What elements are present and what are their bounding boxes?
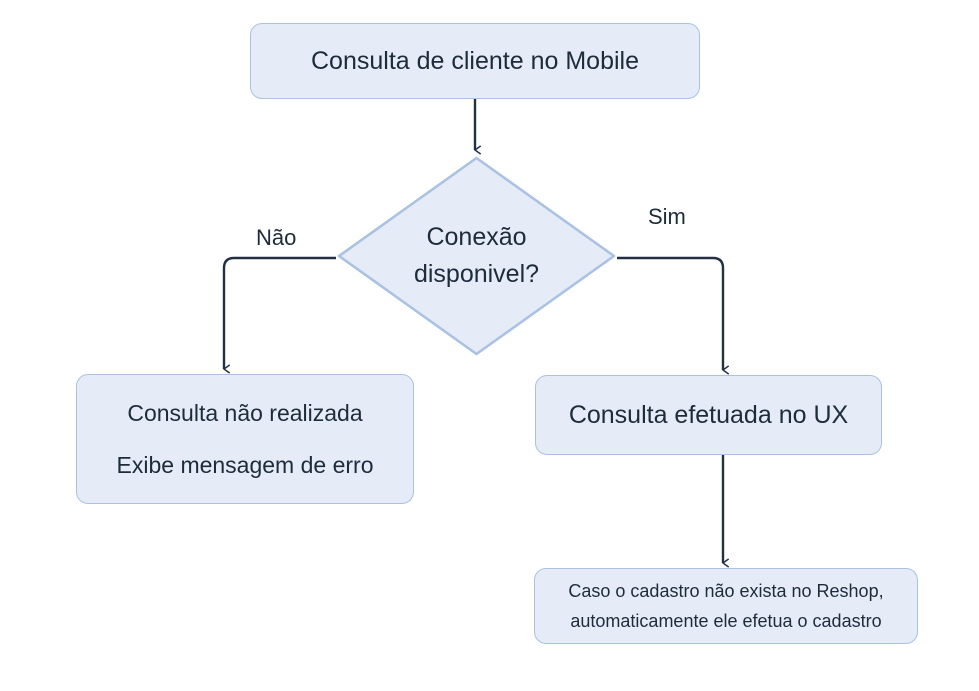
node-start[interactable]: Consulta de cliente no Mobile [250,23,700,99]
edge-decision-to-no [222,256,336,374]
node-decision-text: Conexão disponivel? [336,155,617,357]
edge-label-nao: Não [256,225,297,250]
node-yes-branch-label: Consulta efetuada no UX [568,400,849,429]
edge-label-sim: Sim [648,204,686,229]
node-no-branch-line2: Exibe mensagem de erro [116,452,374,478]
node-yes-branch[interactable]: Consulta efetuada no UX [535,375,882,455]
node-start-label: Consulta de cliente no Mobile [311,46,639,75]
node-decision[interactable]: Conexão disponivel? [336,155,617,357]
node-reshop-line1: Caso o cadastro não exista no Reshop, [568,580,884,601]
node-decision-label-line1: Conexão [426,223,527,252]
node-reshop[interactable]: Caso o cadastro não exista no Reshop, au… [534,568,918,644]
diamond-shape [337,156,616,356]
node-decision-label-line2: disponivel? [413,260,540,288]
node-no-branch-line1: Consulta não realizada [127,399,363,426]
node-reshop-line2: automaticamente ele efetua o cadastro [570,610,882,631]
node-no-branch[interactable]: Consulta não realizada Exibe mensagem de… [76,374,414,504]
edge-decision-to-yes [617,256,729,375]
